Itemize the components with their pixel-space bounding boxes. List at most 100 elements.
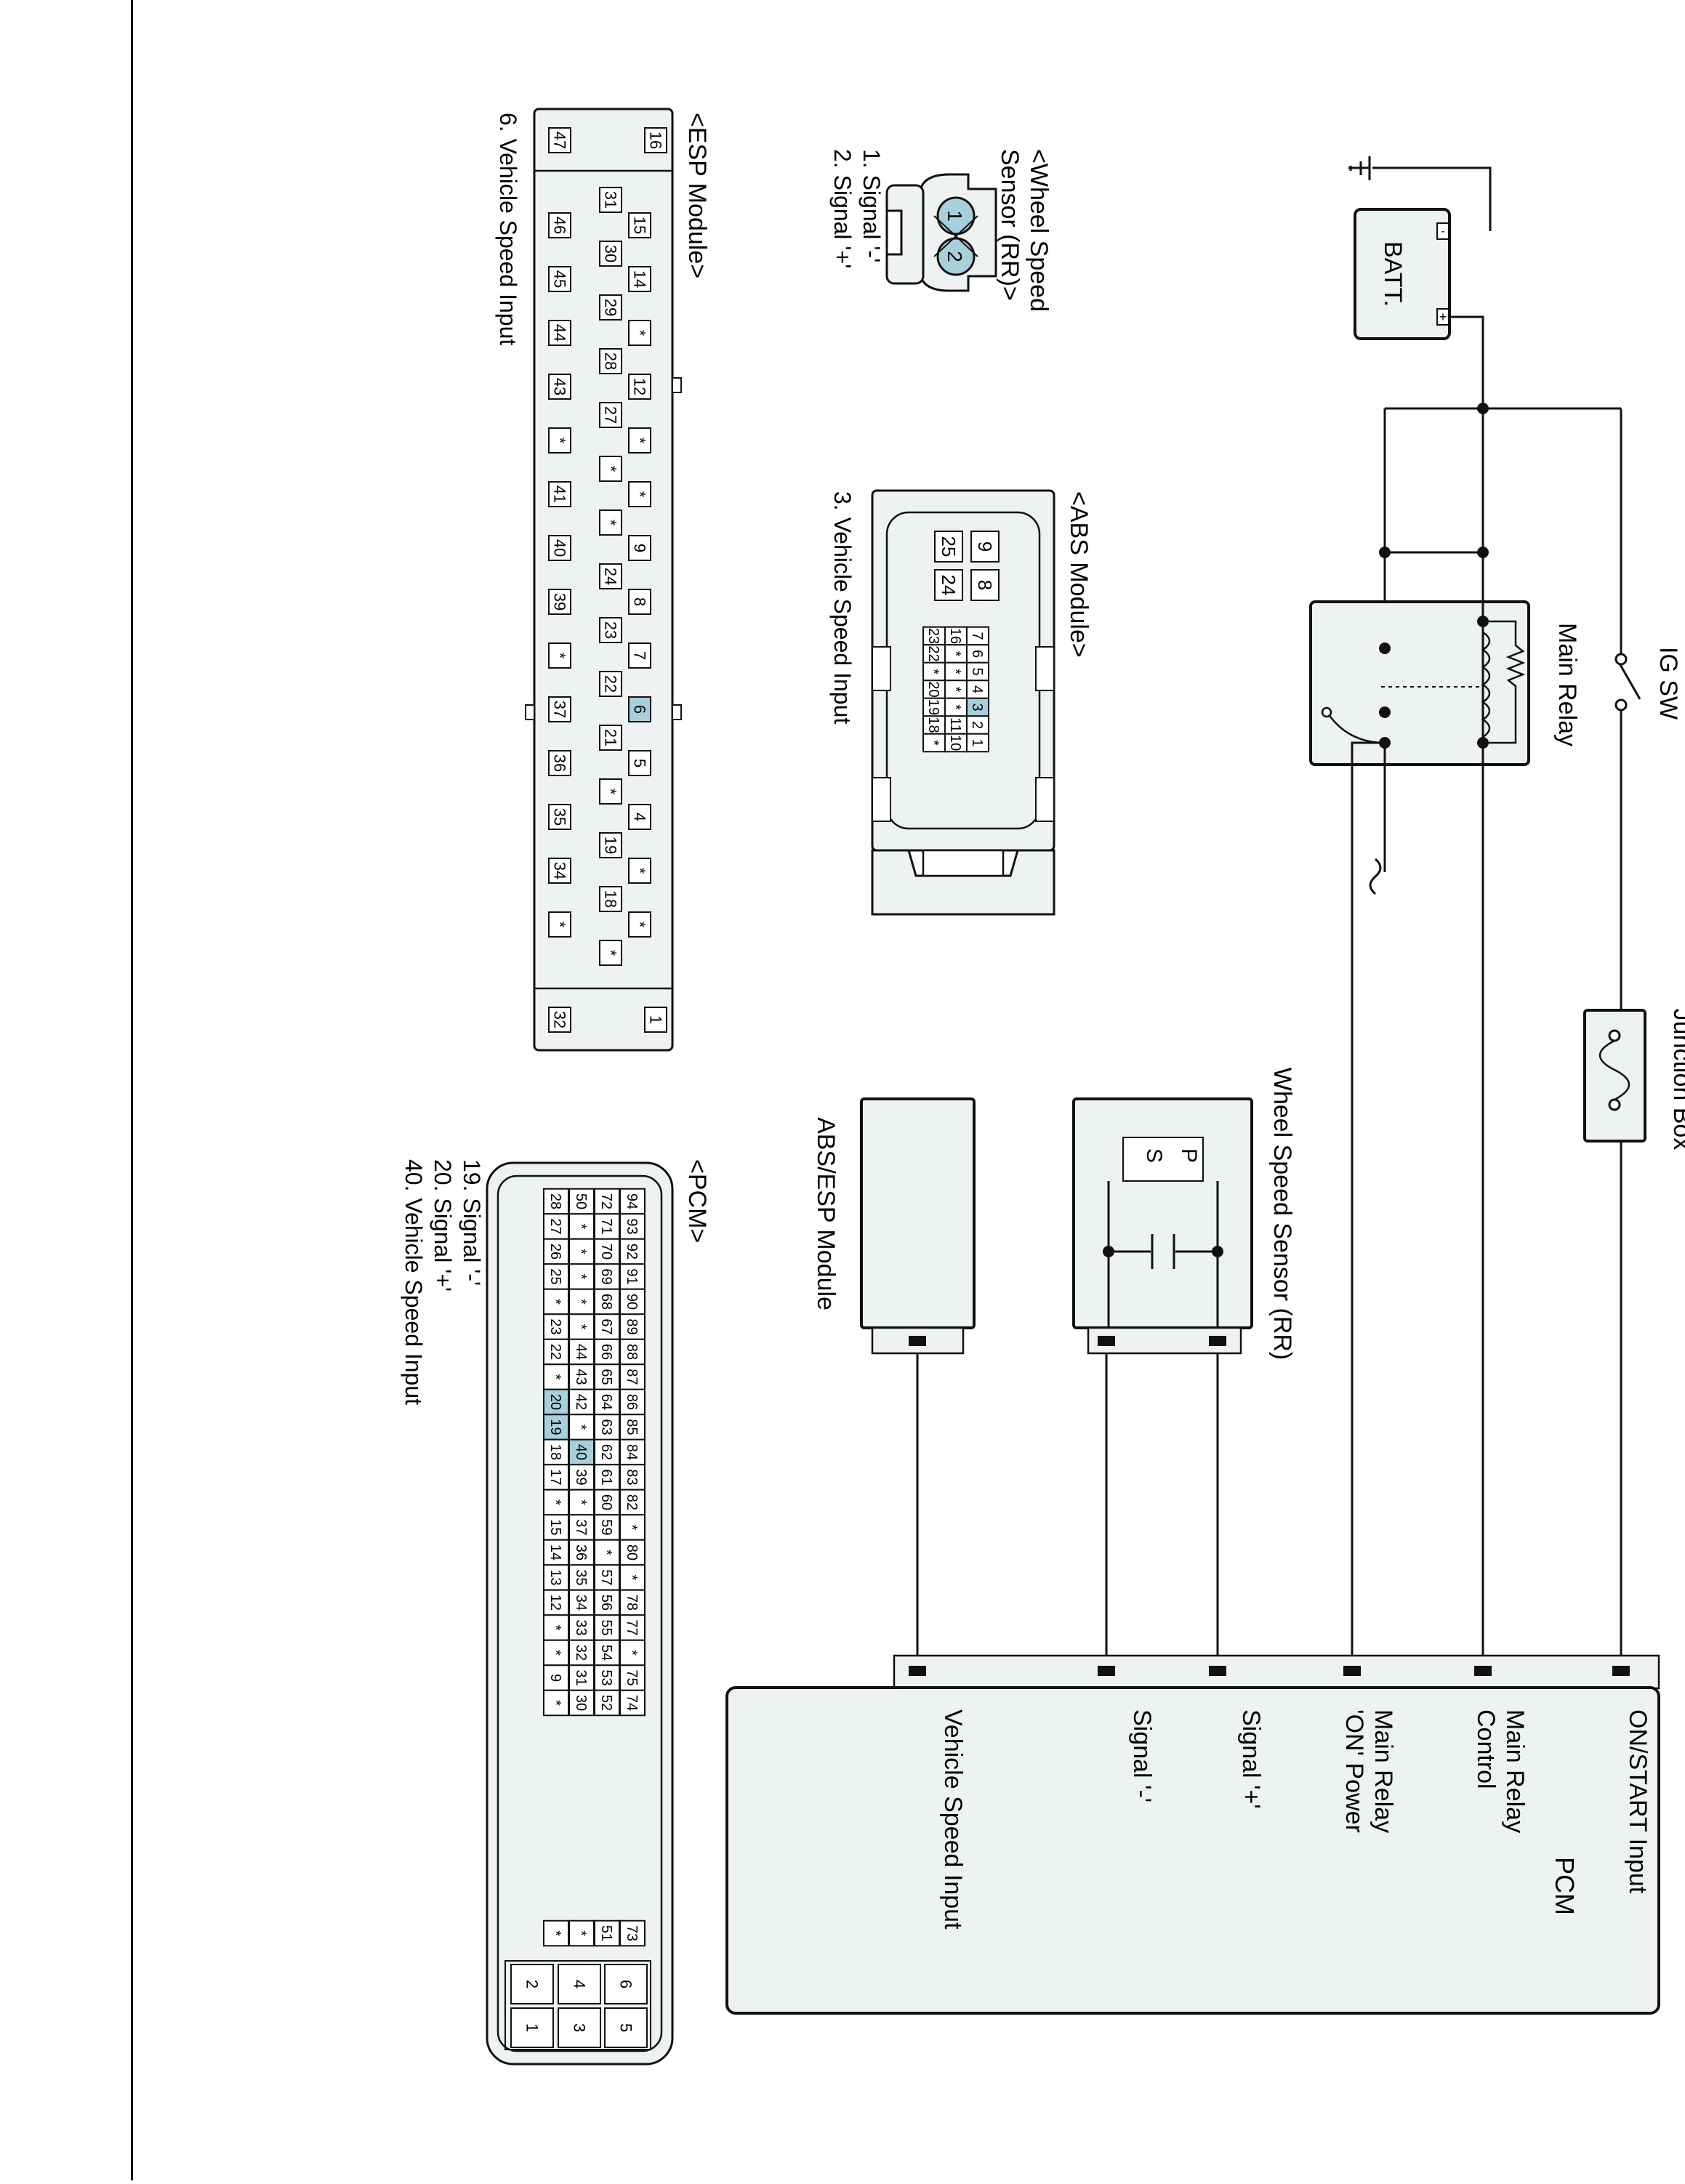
esp-pin-15: 15 [630,217,648,234]
junction-box-label: Junction Box [1668,1009,1685,1151]
abs-pin-blank-cell [944,697,968,717]
pcm-pin-blank: * [547,1625,563,1631]
esp-pin-44-cell [548,320,571,346]
abs-connector-title: <ABS Module> [1065,491,1093,658]
pcm-pin-74-cell [619,1689,646,1717]
wss-legend-2: 2. Signal '+' [829,149,856,268]
esp-pin-blank-cell [628,320,651,346]
pcm-pin-75: 75 [624,1669,640,1685]
pcm-pin-30-cell [568,1689,595,1717]
esp-pin-44: 44 [550,324,568,342]
pcm-pin-5-cell [604,2007,648,2048]
pcm-pin-blank-cell [543,1614,569,1641]
wss-connector-title2: Sensor (RR)> [996,149,1024,301]
pcm-pin-31: 31 [573,1669,589,1685]
esp-pin-blank: * [550,922,568,928]
pcm-pin-39: 39 [573,1469,589,1485]
pcm-pin-blank: * [573,1274,589,1280]
pcm-connector-title: <PCM> [683,1159,711,1243]
pcm-pin-63: 63 [598,1419,614,1435]
abs-pin-20: 20 [925,681,941,697]
esp-pin-12: 12 [630,378,648,395]
esp-pin-6-cell [628,696,651,722]
pcm-pin-blank-cell [568,1263,595,1290]
abs-pin-25-cell [934,531,963,563]
pcm-pin-33-cell [568,1614,595,1641]
esp-pin-36-cell [548,750,571,776]
abs-pin-18: 18 [925,717,941,733]
pcm-pin-57: 57 [598,1569,614,1585]
pcm-pin-86: 86 [624,1394,640,1410]
esp-pin-blank: * [601,789,619,795]
pcm-pin-55-cell [594,1614,620,1641]
pcm-pin-52-cell [594,1689,620,1717]
esp-pin-46-cell [548,212,571,238]
page-frame [131,0,1685,2180]
abs-pin-8-cell [970,569,1000,601]
esp-pin-16-cell [644,127,667,153]
esp-pin-23-cell [599,617,622,643]
pcm-pin-36-cell [568,1539,595,1566]
pcm-pin-blank-cell [543,1288,569,1315]
pcm-pin-6: 6 [616,1980,635,1988]
pcm-pin-59: 59 [598,1519,614,1535]
esp-pin-24: 24 [601,568,619,585]
abs-pin-1: 1 [969,738,985,746]
pcm-pin-82: 82 [624,1494,640,1510]
pcm-pin-28-cell [543,1188,569,1215]
pcm-pin-28: 28 [547,1193,563,1209]
abs-pin-9-cell [970,531,1000,563]
abs-pin-blank: * [947,651,963,657]
pcm-pin-34-cell [568,1589,595,1616]
pcm-pin-22: 22 [547,1344,563,1360]
esp-pin-29-cell [599,294,622,321]
esp-pin-28-cell [599,348,622,374]
pcm-pin-blank: * [598,1550,614,1555]
pcm-pin-82-cell [619,1488,646,1516]
abs-pin-blank: * [925,669,941,674]
pcm-pin-23-cell [543,1313,569,1340]
pcm-pin-4-cell [558,1964,601,2004]
pcm-pin-30: 30 [573,1695,589,1711]
esp-pin-blank-cell [599,509,622,536]
diagram-canvas: - + BATT. IG SW Main Relay [131,0,1685,2180]
pcm-pin-67: 67 [598,1318,614,1334]
pcm-pin-43: 43 [573,1369,589,1385]
pcm-pin-23: 23 [547,1318,563,1334]
main-relay-box [1309,600,1530,766]
pcm-pin-57-cell [594,1564,620,1591]
wss-body [1072,1097,1253,1329]
abs-pin-18-cell [922,715,946,735]
pcm-pin-89: 89 [624,1318,640,1334]
esp-pin-46: 46 [550,217,568,234]
esp-pin-45: 45 [550,270,568,288]
pcm-pin-60: 60 [598,1494,614,1510]
esp-pin-12-cell [628,374,651,400]
esp-pin-31: 31 [601,191,619,209]
pcm-pin-blank: * [573,1499,589,1505]
esp-pin-32-cell [548,1007,571,1033]
abs-pin-7: 7 [969,632,985,640]
esp-pin-21: 21 [601,729,619,746]
wss-pin-1: 1 [944,210,966,222]
esp-pin-4-cell [628,804,651,830]
esp-pin-blank-cell [628,427,651,454]
pcm-pin-64-cell [594,1388,620,1416]
pcm-pin-27: 27 [547,1218,563,1234]
pcm-pin-51: 51 [598,1925,614,1941]
abs-esp-module-block: ABS/ESP Module [812,1097,976,1355]
esp-connector: <ESP Module> 16147321514*12**987654**313… [495,108,711,1052]
pcm-connector: <PCM> 94939291908988878685848382*80*7877… [401,1159,711,2066]
esp-pin-34: 34 [550,862,568,879]
abs-pin-24: 24 [938,575,960,596]
pcm-pin-87: 87 [624,1369,640,1385]
pcm-pin-40: 40 [573,1444,589,1460]
pcm-pin-blank: * [624,1575,640,1581]
pcm-pin-9-cell [543,1664,569,1691]
pcm-pin-56: 56 [598,1595,614,1611]
abs-pin-blank-cell [922,733,946,753]
esp-pin-blank: * [550,438,568,444]
abs-pin-3: 3 [969,703,985,711]
pcm-pin-34: 34 [573,1595,589,1611]
pcm-pin-blank-cell [568,1213,595,1240]
